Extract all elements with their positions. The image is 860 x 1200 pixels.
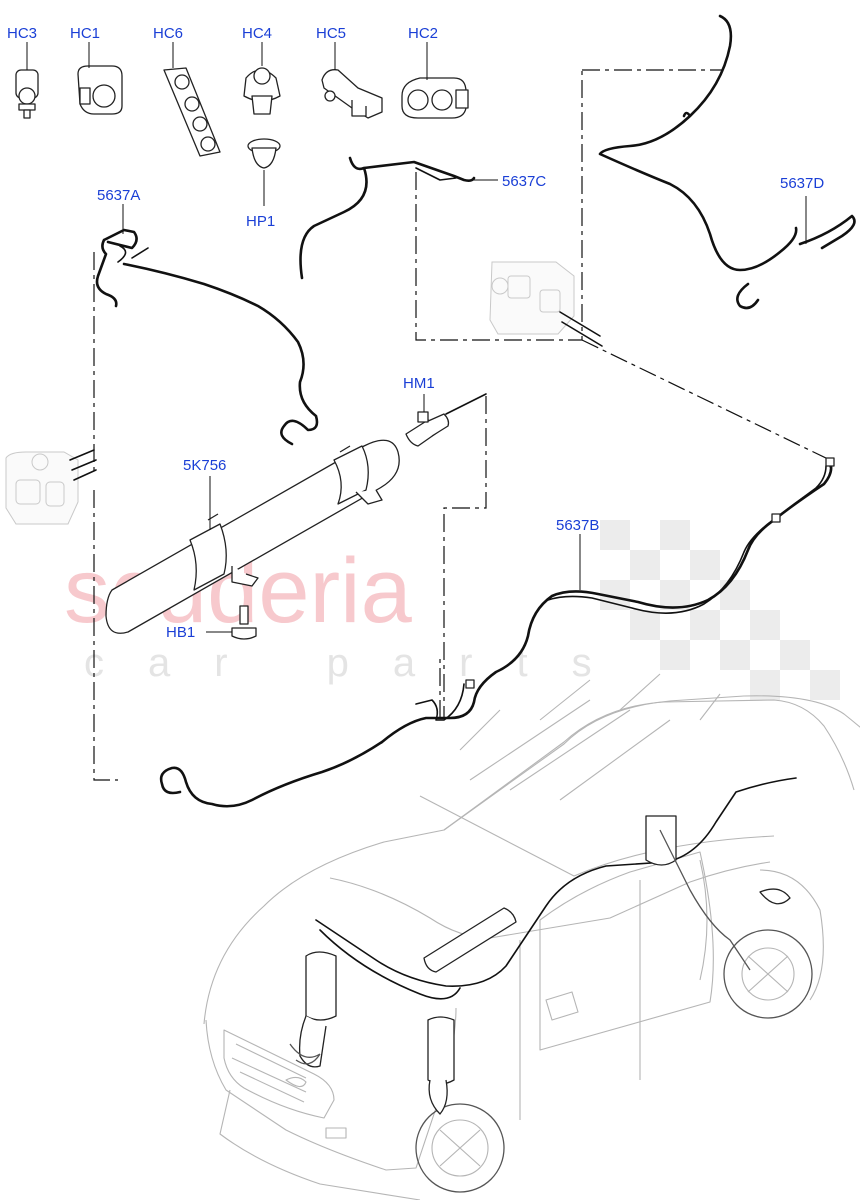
callout-hc5[interactable]: HC5 [316,25,346,42]
watermark-checker-flag [600,520,840,700]
clip-hp1[interactable] [247,138,281,206]
pipe-5637a[interactable] [95,204,319,446]
callout-hc6[interactable]: HC6 [153,25,183,42]
callout-5637d[interactable]: 5637D [780,175,824,192]
clip-hc5[interactable] [321,42,383,119]
air-reservoir-5k756[interactable] [105,439,400,634]
watermark: scuderia car parts [64,520,840,700]
callout-5637c[interactable]: 5637C [502,173,546,190]
pipe-5637c[interactable] [299,156,499,280]
callout-labels: HC3 HC1 HC6 HC4 HC5 HC2 HP1 5637C 5637A … [7,25,824,641]
bolt-hb1[interactable] [206,605,257,640]
callout-hb1[interactable]: HB1 [166,624,195,641]
callout-hc3[interactable]: HC3 [7,25,37,42]
callout-hc2[interactable]: HC2 [408,25,438,42]
clip-hc1[interactable] [77,42,123,115]
clip-hc2[interactable] [401,42,469,119]
callout-5k756[interactable]: 5K756 [183,457,226,474]
callout-5637a[interactable]: 5637A [97,187,140,204]
clip-hc6[interactable] [163,42,221,157]
valve-block-lower [5,449,97,525]
callout-hc1[interactable]: HC1 [70,25,100,42]
callout-hc4[interactable]: HC4 [242,25,272,42]
callout-5637b[interactable]: 5637B [556,517,599,534]
vehicle-outline [203,673,860,1200]
pipe-5637b[interactable] [159,457,835,808]
clip-hc4[interactable] [243,42,281,115]
pipe-5637d[interactable] [598,14,856,310]
vehicle-air-system [289,777,797,1115]
clip-hc3[interactable] [15,42,39,119]
callout-hp1[interactable]: HP1 [246,213,275,230]
connector-hm1[interactable] [405,393,487,447]
callout-hm1[interactable]: HM1 [403,375,435,392]
valve-block-upper [489,261,603,347]
watermark-tagline: car parts [84,641,636,685]
